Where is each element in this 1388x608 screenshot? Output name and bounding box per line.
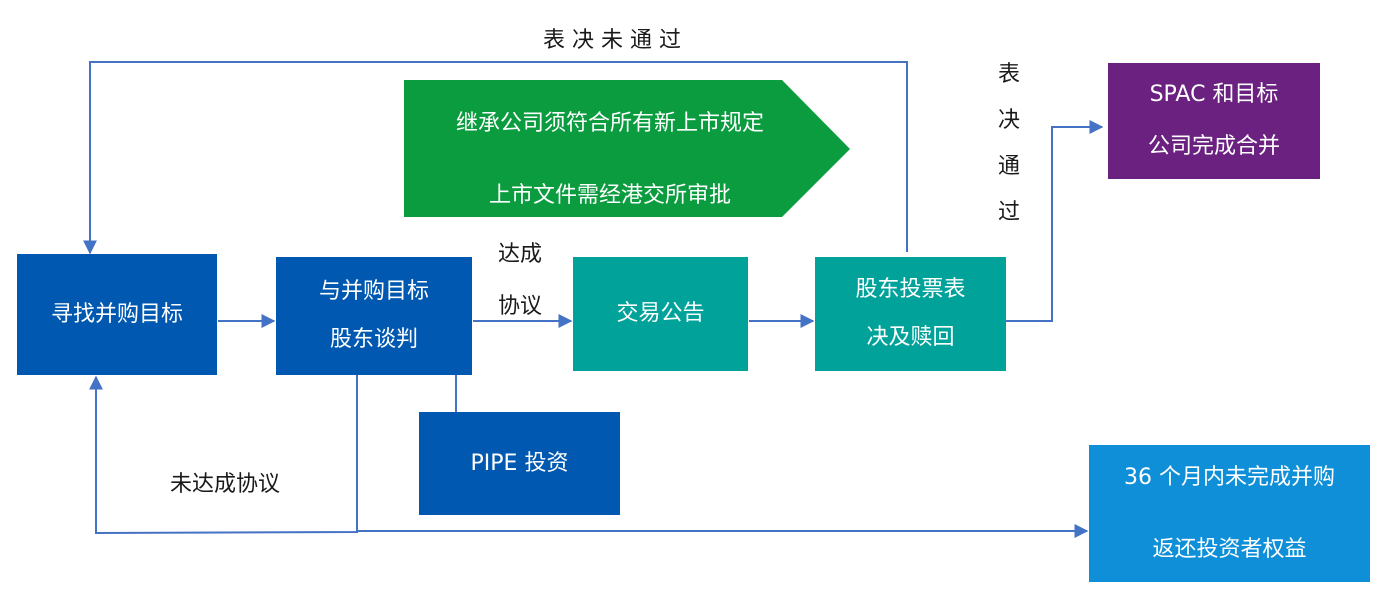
node-announcement: 交易公告 [573, 257, 748, 371]
node-negotiate: 与并购目标 股东谈判 [276, 257, 472, 375]
node-vote-line1: 股东投票表 [855, 277, 966, 302]
node-negotiate-line2: 股东谈判 [329, 327, 418, 352]
node-refund-line1: 36 个月内未完成并购 [1124, 464, 1335, 490]
node-pipe-label: PIPE 投资 [470, 450, 569, 476]
node-find-target-label: 寻找并购目标 [50, 301, 183, 327]
label-agreement-reached-line2: 协议 [498, 294, 543, 319]
node-merge: SPAC 和目标 公司完成合并 [1108, 63, 1320, 179]
label-vote-failed: 表 决 未 通 过 [543, 28, 681, 53]
banner-line2: 上市文件需经港交所审批 [488, 183, 731, 208]
node-announcement-label: 交易公告 [616, 301, 705, 326]
node-merge-line1: SPAC 和目标 [1149, 82, 1279, 107]
arrow-vote-to-merge [1006, 120, 1104, 322]
label-vote-passed-char: 过 [998, 200, 1021, 225]
node-pipe: PIPE 投资 [419, 412, 620, 515]
node-merge-line2: 公司完成合并 [1147, 134, 1280, 159]
label-vote-passed: 表 决 通 过 [998, 60, 1020, 244]
node-vote-line2: 决及赎回 [866, 325, 955, 350]
listing-rules-banner [404, 80, 850, 217]
node-find-target: 寻找并购目标 [17, 254, 217, 375]
label-vote-passed-char: 决 [998, 108, 1021, 133]
node-negotiate-line1: 与并购目标 [318, 279, 429, 304]
label-agreement-reached-line1: 达成 [498, 242, 543, 267]
label-agreement-failed: 未达成协议 [170, 472, 281, 497]
node-refund: 36 个月内未完成并购 返还投资者权益 [1089, 445, 1370, 582]
node-vote: 股东投票表 决及赎回 [815, 257, 1006, 371]
arrow-agreement-fail-loop [89, 374, 358, 535]
arrow-vote-fail-loop [83, 61, 908, 255]
label-vote-passed-char: 表 [998, 62, 1021, 87]
banner-line1: 继承公司须符合所有新上市规定 [455, 111, 764, 136]
label-vote-passed-char: 通 [998, 154, 1021, 179]
node-refund-line2: 返还投资者权益 [1152, 536, 1307, 562]
